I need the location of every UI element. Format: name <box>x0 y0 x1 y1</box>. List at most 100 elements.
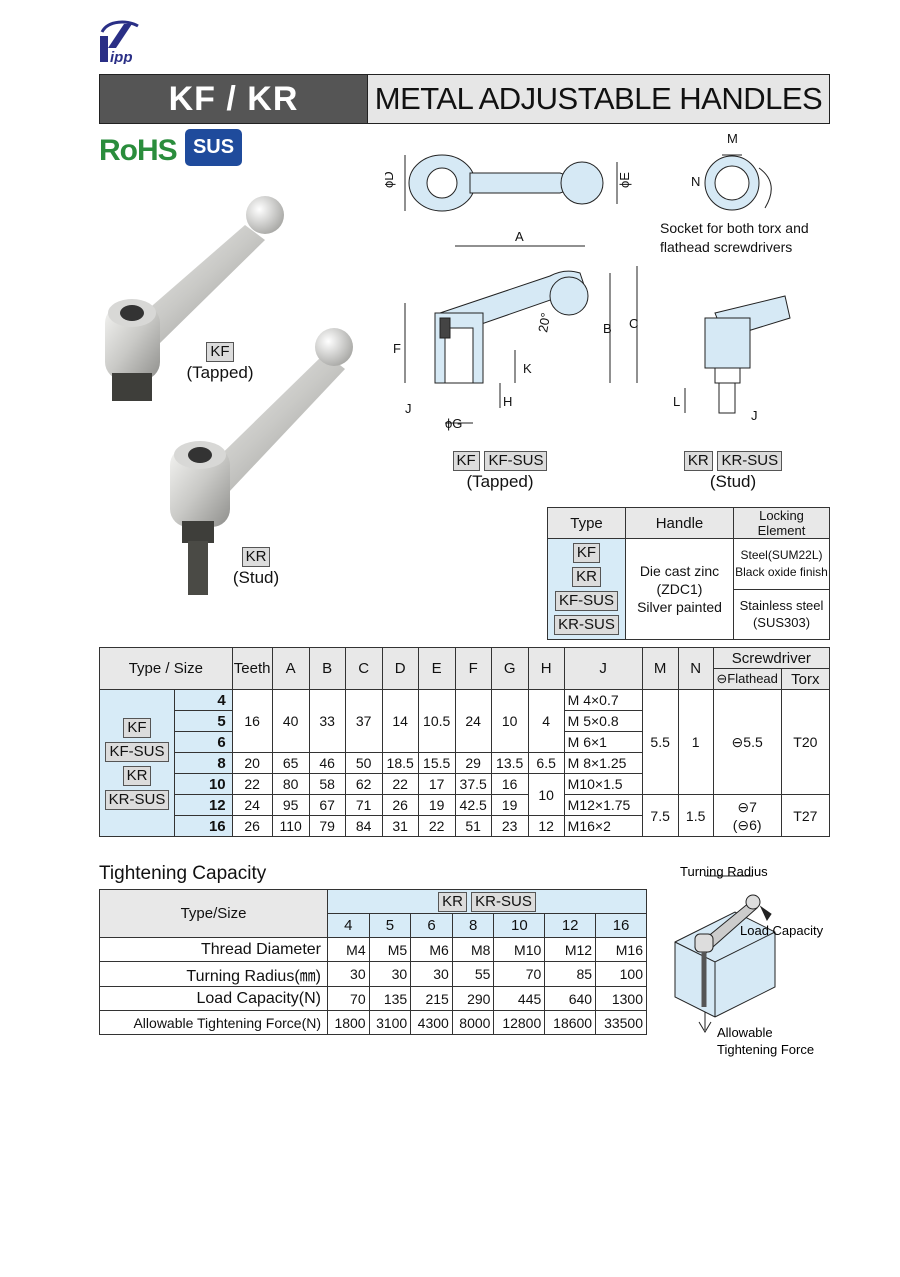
tc-cell: M10 <box>493 937 546 962</box>
spec-size: 12 <box>174 794 233 816</box>
kr-drawing-label: KR KR-SUS (Stud) <box>673 449 793 492</box>
tc-tag-kr: KR <box>438 891 467 912</box>
kf-drawing-tag: KF <box>452 451 480 471</box>
kf-drawing-caption: (Tapped) <box>466 472 534 491</box>
material-table: Type Handle Locking Element KF KR KF-SUS… <box>547 507 830 640</box>
spec-type-kr: KR <box>122 766 152 786</box>
spec-header-n: N <box>677 647 714 690</box>
spec-size: 8 <box>174 752 233 774</box>
tc-row: Load Capacity(N) 70 135 215 290 445 640 … <box>99 986 647 1011</box>
mat-stainless-line2: (SUS303) <box>752 615 811 631</box>
kf-sus-drawing-tag: KF-SUS <box>484 451 548 471</box>
dim-a: A <box>515 229 524 244</box>
mat-header-handle: Handle <box>625 507 734 539</box>
tc-cell: M6 <box>410 937 453 962</box>
tc-cell: 290 <box>451 986 495 1011</box>
page-title: METAL ADJUSTABLE HANDLES <box>367 75 829 123</box>
tightening-force-label: Tightening Force <box>717 1042 814 1057</box>
dim-angle: 20° <box>535 312 553 334</box>
spec-header-j: J <box>563 647 643 690</box>
spec-flathead-alt: (⊖6) <box>732 816 762 833</box>
spec-type-kf: KF <box>123 718 151 738</box>
spec-header-m: M <box>641 647 679 690</box>
mat-header-locking: Locking Element <box>733 507 830 539</box>
spec-j: M 4×0.7 <box>563 689 643 711</box>
spec-g: 13.5 <box>490 752 529 774</box>
spec-size: 10 <box>174 773 233 795</box>
mat-steel: Steel(SUM22L) Black oxide finish <box>733 538 830 590</box>
spec-c: 62 <box>344 773 383 795</box>
kr-tag: KR <box>241 547 271 567</box>
tc-size: 12 <box>544 913 597 938</box>
mat-handle-line1: Die cast zinc <box>639 563 720 579</box>
spec-header-h: H <box>527 647 565 690</box>
dim-f: F <box>393 341 401 356</box>
spec-header-f: F <box>454 647 492 690</box>
tc-cell: 30 <box>327 961 370 987</box>
mat-handle: Die cast zinc (ZDC1) Silver painted <box>625 538 734 640</box>
mat-handle-line3: Silver painted <box>637 599 722 615</box>
spec-j: M10×1.5 <box>563 773 643 795</box>
spec-header-a: A <box>271 647 310 690</box>
kr-drawing-tag: KR <box>683 451 713 471</box>
spec-h: 12 <box>527 815 565 837</box>
spec-b: 58 <box>308 773 346 795</box>
spec-m: 7.5 <box>641 794 679 837</box>
tightening-table: Type/Size KR KR-SUS 4 5 6 8 10 12 16 Thr… <box>99 889 647 1035</box>
spec-d: 18.5 <box>381 752 419 774</box>
tc-header-type-size: Type/Size <box>99 889 328 938</box>
tightening-diagram: Turning Radius Load Capacity Allowable T… <box>674 864 824 1057</box>
kr-caption: (Stud) <box>232 568 280 587</box>
spec-f: 24 <box>454 689 492 753</box>
mat-type-kr-sus: KR-SUS <box>554 615 619 635</box>
tc-size: 5 <box>368 913 412 938</box>
tc-cell: 640 <box>544 986 597 1011</box>
spec-header-e: E <box>417 647 456 690</box>
mat-type-kf: KF <box>572 543 601 563</box>
dim-m: M <box>727 131 738 146</box>
spec-teeth: 26 <box>231 815 273 837</box>
spec-teeth: 20 <box>231 752 273 774</box>
tc-size: 16 <box>595 913 647 938</box>
spec-j: M 5×0.8 <box>563 710 643 732</box>
spec-c: 37 <box>344 689 383 753</box>
spec-size: 6 <box>174 731 233 753</box>
tc-cell: 18600 <box>544 1010 597 1035</box>
tc-cell: 8000 <box>451 1010 495 1035</box>
spec-header-teeth: Teeth <box>231 647 273 690</box>
spec-row: 5 M 5×0.8 <box>100 710 830 732</box>
spec-d: 31 <box>381 815 419 837</box>
tc-cell: 55 <box>451 961 495 987</box>
spec-h: 10 <box>527 773 565 816</box>
kr-drawing-caption: (Stud) <box>709 472 757 491</box>
mat-stainless-line1: Stainless steel <box>739 598 824 614</box>
spec-a: 110 <box>271 815 310 837</box>
tc-cell: 3100 <box>368 1010 412 1035</box>
spec-size: 16 <box>174 815 233 837</box>
spec-types: KF KF-SUS KR KR-SUS <box>99 689 175 837</box>
kf-photo-label: KF (Tapped) <box>180 340 260 383</box>
tc-cell: M5 <box>368 937 412 962</box>
spec-d: 14 <box>381 689 419 753</box>
spec-e: 15.5 <box>417 752 456 774</box>
tc-cell: 33500 <box>595 1010 647 1035</box>
spec-torx: T27 <box>780 794 831 837</box>
tc-cell: 30 <box>368 961 412 987</box>
tc-cell: 445 <box>493 986 546 1011</box>
spec-teeth: 16 <box>231 689 273 753</box>
kf-tag: KF <box>206 342 234 362</box>
tc-row-label: Allowable Tightening Force(N) <box>99 1010 328 1035</box>
tc-cell: M12 <box>544 937 597 962</box>
spec-c: 50 <box>344 752 383 774</box>
tc-cell: M16 <box>595 937 647 962</box>
spec-header-g: G <box>490 647 529 690</box>
mat-type-kf-sus: KF-SUS <box>554 591 618 611</box>
spec-row: 6 M 6×1 <box>100 731 830 753</box>
tc-cell: M8 <box>451 937 495 962</box>
dim-j-kf: J <box>405 401 412 416</box>
tc-cell: 100 <box>595 961 647 987</box>
spec-type-kr-sus: KR-SUS <box>104 790 170 810</box>
tc-row-label: Turning Radius(㎜) <box>99 961 328 987</box>
spec-n: 1 <box>677 689 714 795</box>
spec-h: 6.5 <box>527 752 565 774</box>
